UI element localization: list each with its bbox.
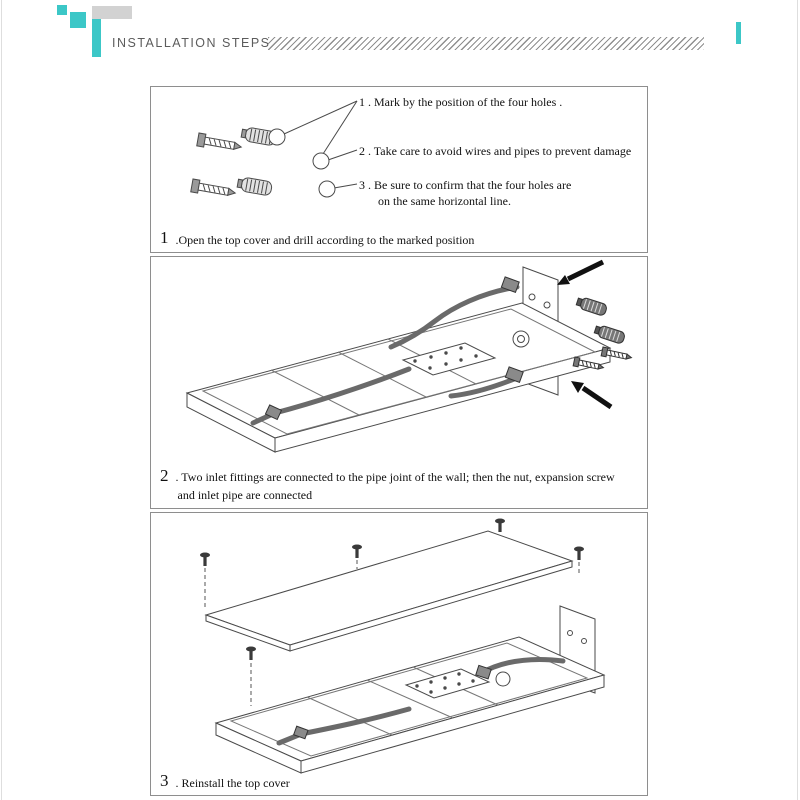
step-3-caption: 3 . Reinstall the top cover	[160, 771, 290, 791]
expansion-screw-icon	[196, 132, 243, 150]
step-3-number: 3	[160, 771, 169, 790]
expansion-screw-icon	[572, 356, 605, 370]
left-edge-line	[1, 0, 2, 800]
logo-square-large	[70, 12, 86, 28]
drill-marking-illustration	[190, 100, 358, 198]
direction-arrow	[571, 381, 613, 410]
step-2-number: 2	[160, 466, 169, 486]
pipe-nuts	[264, 276, 524, 421]
hole-mark-circle	[318, 180, 336, 198]
step-1-caption-text: .Open the top cover and drill according …	[175, 233, 475, 247]
step-1-panel: 1 . Mark by the position of the four hol…	[150, 86, 648, 253]
logo-square-small	[57, 5, 67, 15]
wall-anchor-icon	[236, 177, 273, 196]
step-3-panel: 3 . Reinstall the top cover	[150, 512, 648, 796]
page-title: INSTALLATION STEPS	[112, 36, 271, 50]
expansion-screw-icon	[190, 178, 237, 196]
shower-panel-frame	[185, 302, 612, 453]
step-1-number: 1	[160, 228, 169, 247]
note-mark-holes: 1 . Mark by the position of the four hol…	[359, 95, 563, 109]
expansion-screw-icon	[600, 346, 633, 360]
pipe-nuts	[293, 664, 492, 740]
alignment-dashes	[204, 560, 580, 706]
wall-anchor-icon	[593, 325, 625, 344]
step-2-caption-line2: and inlet pipe are connected	[177, 487, 313, 502]
hole-mark-circle	[312, 152, 330, 170]
direction-arrow	[557, 259, 605, 285]
note-horizontal-line-2: on the same horizontal line.	[378, 194, 511, 208]
cover-screw-icon	[200, 518, 584, 660]
pointer-lines	[283, 100, 358, 189]
wall-anchor-icon	[575, 297, 607, 316]
bolt-nut	[512, 330, 530, 348]
logo-gray-bar	[92, 6, 132, 19]
top-cover	[204, 530, 574, 652]
step-2-caption-line1: . Two inlet fittings are connected to th…	[175, 470, 615, 485]
step-2-panel: 2 . Two inlet fittings are connected to …	[150, 256, 648, 509]
step-1-caption: 1 .Open the top cover and drill accordin…	[160, 228, 475, 248]
wall-anchor-icon	[240, 127, 277, 146]
top-cover-exploded-illustration	[200, 518, 606, 774]
hole-mark-circle	[268, 128, 286, 146]
hatch-decoration	[268, 37, 704, 50]
mounting-bracket-plate	[401, 342, 497, 376]
step-2-caption: 2 . Two inlet fittings are connected to …	[160, 467, 615, 504]
note-avoid-wires: 2 . Take care to avoid wires and pipes t…	[359, 144, 632, 158]
bolt-nut	[495, 671, 511, 687]
corner-accent-bar	[736, 22, 741, 44]
right-edge-line	[797, 0, 798, 800]
note-horizontal-line-1: 3 . Be sure to confirm that the four hol…	[359, 178, 572, 192]
mounting-bracket-plate	[404, 668, 491, 699]
step-3-caption-text: . Reinstall the top cover	[175, 776, 290, 790]
logo-teal-bar	[92, 19, 101, 57]
frame-wall-connection-illustration	[185, 259, 633, 453]
